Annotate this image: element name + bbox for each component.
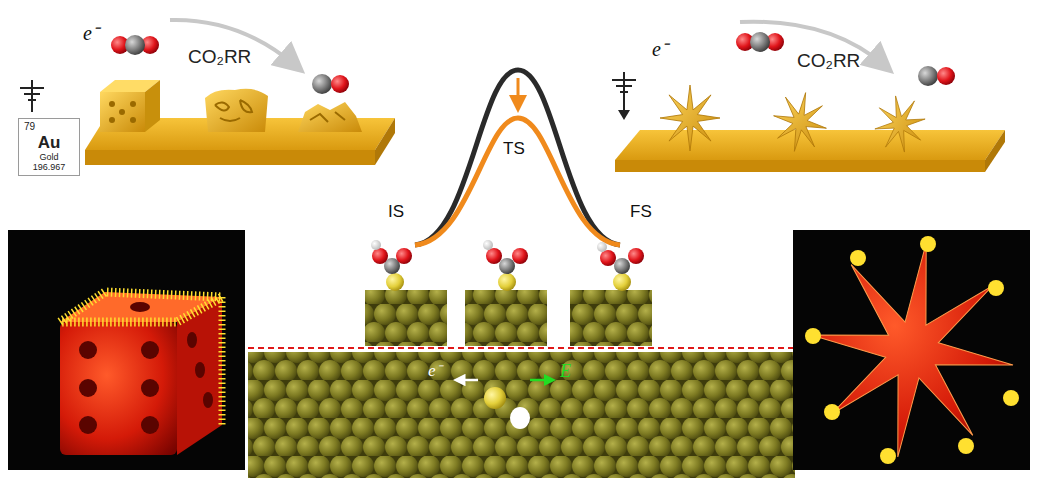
- state-label: TS: [503, 140, 525, 159]
- element-text: 79: [24, 121, 74, 133]
- reaction-label: CO₂RR: [797, 51, 860, 72]
- reaction-label: CO₂RR: [188, 47, 251, 68]
- electron-label: e⁻: [428, 362, 442, 381]
- electron-label: e⁻: [83, 22, 99, 44]
- element-symbol: Au: [24, 133, 74, 153]
- element-text: Gold: [24, 152, 74, 162]
- electron-label: e⁻: [652, 38, 668, 60]
- field-label: E: [560, 362, 571, 382]
- element-tile: 79AuGold196.967: [18, 118, 80, 176]
- element-text: 196.967: [24, 162, 74, 172]
- state-label: FS: [630, 203, 652, 222]
- state-label: IS: [388, 203, 404, 222]
